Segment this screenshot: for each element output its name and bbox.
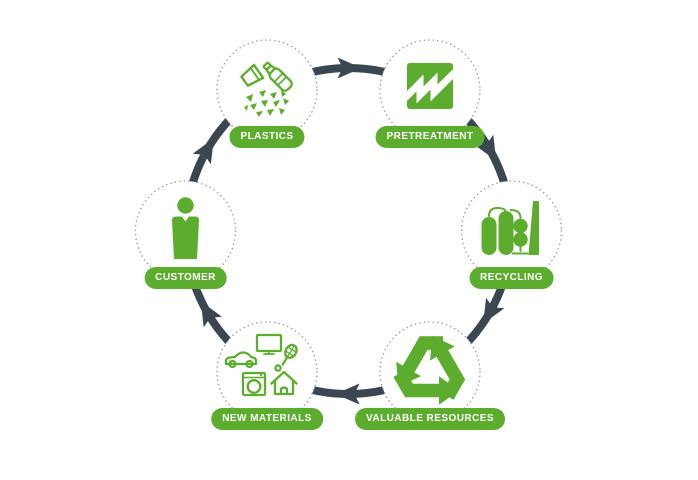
node-label-customer: CUSTOMER bbox=[144, 267, 227, 289]
arrow-plastics-to-pretreatment bbox=[337, 57, 362, 79]
plastic-flakes bbox=[244, 90, 289, 117]
node-label-valuable-resources: VALUABLE RESOURCES bbox=[355, 408, 505, 430]
washing-machine-icon bbox=[241, 371, 267, 397]
monitor-icon bbox=[255, 333, 283, 355]
factory-shredder-icon bbox=[407, 63, 453, 109]
node-label-new-materials: NEW MATERIALS bbox=[211, 408, 323, 430]
node-circle-plastics bbox=[216, 39, 318, 141]
arrow-customer-to-plastics bbox=[192, 138, 214, 165]
arrow-valuable-resources-to-new-materials bbox=[335, 383, 360, 405]
node-label-recycling: RECYCLING bbox=[469, 267, 554, 289]
house-icon bbox=[270, 370, 298, 396]
arrow-recycling-to-valuable-resources bbox=[483, 297, 505, 324]
tennis-ball-icon bbox=[274, 364, 282, 372]
plastic-bottle-icon bbox=[262, 61, 293, 92]
node-label-plastics: PLASTICS bbox=[229, 126, 305, 148]
arrow-pretreatment-to-recycling bbox=[475, 134, 497, 161]
node-circles bbox=[134, 39, 563, 423]
node-label-pretreatment: PRETREATMENT bbox=[375, 126, 485, 148]
tennis-racket-icon bbox=[281, 343, 298, 366]
recycling-arrows-icon bbox=[393, 335, 466, 405]
node-circle-new-materials bbox=[216, 321, 318, 423]
car-icon bbox=[224, 351, 258, 369]
plastic-waste-icon bbox=[240, 61, 293, 117]
products-icon bbox=[224, 333, 298, 397]
cycle-arrows bbox=[192, 57, 505, 405]
plastic-cup-icon bbox=[240, 63, 265, 87]
arrow-new-materials-to-customer bbox=[200, 301, 222, 328]
recycling-plant-icon bbox=[481, 201, 539, 255]
person-icon bbox=[172, 197, 199, 259]
